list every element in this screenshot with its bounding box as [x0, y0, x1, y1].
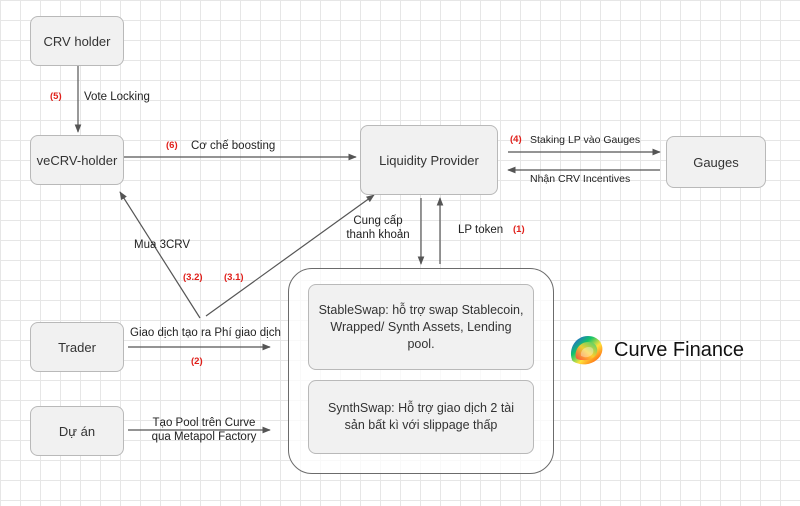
incentives-label: Nhận CRV Incentives [530, 173, 631, 185]
trader-label: Trader [58, 339, 96, 355]
step-1: (1) [513, 224, 525, 235]
provide-liquidity-line2: thanh khoản [346, 229, 410, 241]
curve-finance-brand: Curve Finance [566, 330, 744, 370]
step-5: (5) [50, 91, 62, 102]
arrow-fee-to-lp [205, 194, 375, 317]
liquidity-provider-node: Liquidity Provider [360, 125, 498, 195]
vote-locking-label: Vote Locking [84, 91, 150, 103]
liquidity-provider-label: Liquidity Provider [379, 152, 479, 168]
curve-rainbow-logo-icon [570, 336, 603, 365]
create-pool-line1: Tạo Pool trên Curve [152, 417, 256, 429]
provide-liquidity-label: Cung cấp thanh khoản [338, 214, 418, 242]
trader-node: Trader [30, 322, 124, 372]
create-pool-label: Tạo Pool trên Curve qua Metapol Factory [142, 416, 266, 444]
step-4: (4) [510, 134, 522, 145]
crv-holder-label: CRV holder [43, 33, 111, 49]
arrow-buy-3crv [119, 191, 201, 319]
step-3-1: (3.1) [224, 272, 244, 283]
boosting-label: Cơ chế boosting [191, 140, 276, 152]
lp-token-label: LP token [458, 224, 504, 236]
create-pool-line2: qua Metapol Factory [151, 431, 257, 443]
synthswap-node: SynthSwap: Hỗ trợ giao dịch 2 tài sản bấ… [308, 380, 534, 454]
stableswap-label: StableSwap: hỗ trợ swap Stablecoin, Wrap… [318, 302, 524, 351]
gauges-label: Gauges [693, 154, 739, 170]
du-an-node: Dự án [30, 406, 124, 456]
vecrv-holder-label: veCRV-holder [36, 152, 118, 168]
brand-name: Curve Finance [614, 338, 745, 361]
gauges-node: Gauges [666, 136, 766, 188]
vecrv-holder-node: veCRV-holder [30, 135, 124, 185]
step-2: (2) [191, 356, 203, 367]
step-6: (6) [166, 140, 178, 151]
staking-label: Staking LP vào Gauges [530, 134, 641, 146]
provide-liquidity-line1: Cung cấp [353, 215, 403, 227]
du-an-label: Dự án [58, 423, 96, 439]
buy-3crv-label: Mua 3CRV [134, 239, 191, 251]
stableswap-node: StableSwap: hỗ trợ swap Stablecoin, Wrap… [308, 284, 534, 370]
step-3-2: (3.2) [183, 272, 203, 283]
trading-label: Giao dịch tạo ra Phí giao dịch [130, 327, 281, 339]
synthswap-label: SynthSwap: Hỗ trợ giao dịch 2 tài sản bấ… [327, 401, 515, 432]
crv-holder-node: CRV holder [30, 16, 124, 66]
